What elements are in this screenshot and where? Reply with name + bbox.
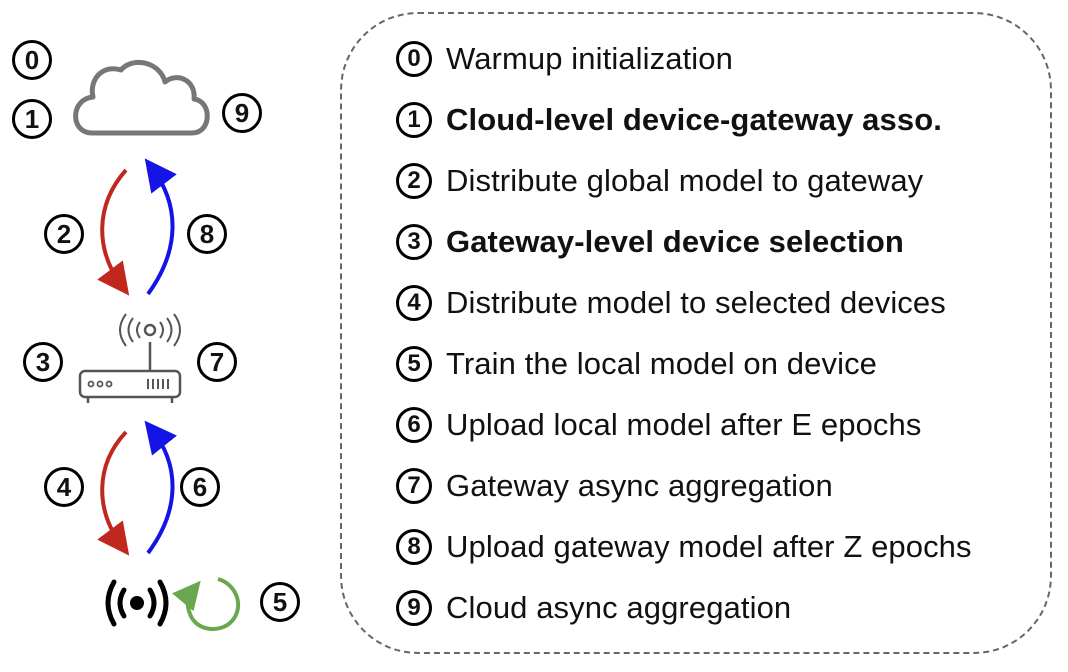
legend-text: Distribute model to selected devices — [446, 285, 946, 320]
arrow-device-to-gateway — [144, 420, 177, 555]
legend-item: 1 Cloud-level device-gateway asso. — [396, 98, 942, 142]
step-badge-3: 3 — [23, 342, 63, 382]
legend-text: Cloud async aggregation — [446, 590, 792, 625]
step-badge-1: 1 — [12, 99, 52, 139]
legend-number: 6 — [396, 407, 432, 443]
legend-item: 5 Train the local model on device — [396, 342, 877, 386]
legend-number: 0 — [396, 41, 432, 77]
step-badge-2: 2 — [44, 214, 84, 254]
legend-number: 1 — [396, 102, 432, 138]
legend-text: Train the local model on device — [446, 346, 878, 381]
step-badge-5: 5 — [260, 582, 300, 622]
legend-text: Cloud-level device-gateway asso. — [446, 102, 942, 137]
loop-arrow-icon — [172, 577, 241, 631]
legend-number: 2 — [396, 163, 432, 199]
legend-item: 4 Distribute model to selected devices — [396, 281, 946, 325]
step-badge-8: 8 — [187, 214, 227, 254]
legend-item: 0 Warmup initialization — [396, 37, 733, 81]
legend-number: 9 — [396, 590, 432, 626]
legend-item: 6 Upload local model after E epochs — [396, 403, 921, 447]
step-badge-0: 0 — [12, 40, 52, 80]
legend-number: 8 — [396, 529, 432, 565]
step-badge-7: 7 — [197, 342, 237, 382]
step-badge-6: 6 — [180, 467, 220, 507]
legend-box — [340, 12, 1052, 654]
arrow-gateway-to-cloud — [144, 158, 177, 296]
legend-item: 8 Upload gateway model after Z epochs — [396, 525, 972, 569]
legend-text: Distribute global model to gateway — [446, 163, 924, 198]
step-badge-4: 4 — [44, 467, 84, 507]
legend-text: Gateway-level device selection — [446, 224, 904, 259]
legend-item: 9 Cloud async aggregation — [396, 586, 791, 630]
legend-text: Upload local model after E epochs — [446, 407, 922, 442]
legend-number: 4 — [396, 285, 432, 321]
step-badge-9: 9 — [222, 93, 262, 133]
gateway-router-icon — [78, 313, 182, 403]
legend-item: 7 Gateway async aggregation — [396, 464, 833, 508]
legend-number: 3 — [396, 224, 432, 260]
cloud-icon — [73, 59, 210, 136]
legend-item: 2 Distribute global model to gateway — [396, 159, 923, 203]
arrow-cloud-to-gateway — [97, 168, 130, 296]
device-signal-icon — [105, 579, 169, 627]
legend-number: 5 — [396, 346, 432, 382]
legend-text: Warmup initialization — [446, 41, 733, 76]
legend-number: 7 — [396, 468, 432, 504]
legend-text: Upload gateway model after Z epochs — [446, 529, 972, 564]
legend-text: Gateway async aggregation — [446, 468, 833, 503]
arrow-gateway-to-device — [97, 430, 130, 556]
legend-item: 3 Gateway-level device selection — [396, 220, 904, 264]
